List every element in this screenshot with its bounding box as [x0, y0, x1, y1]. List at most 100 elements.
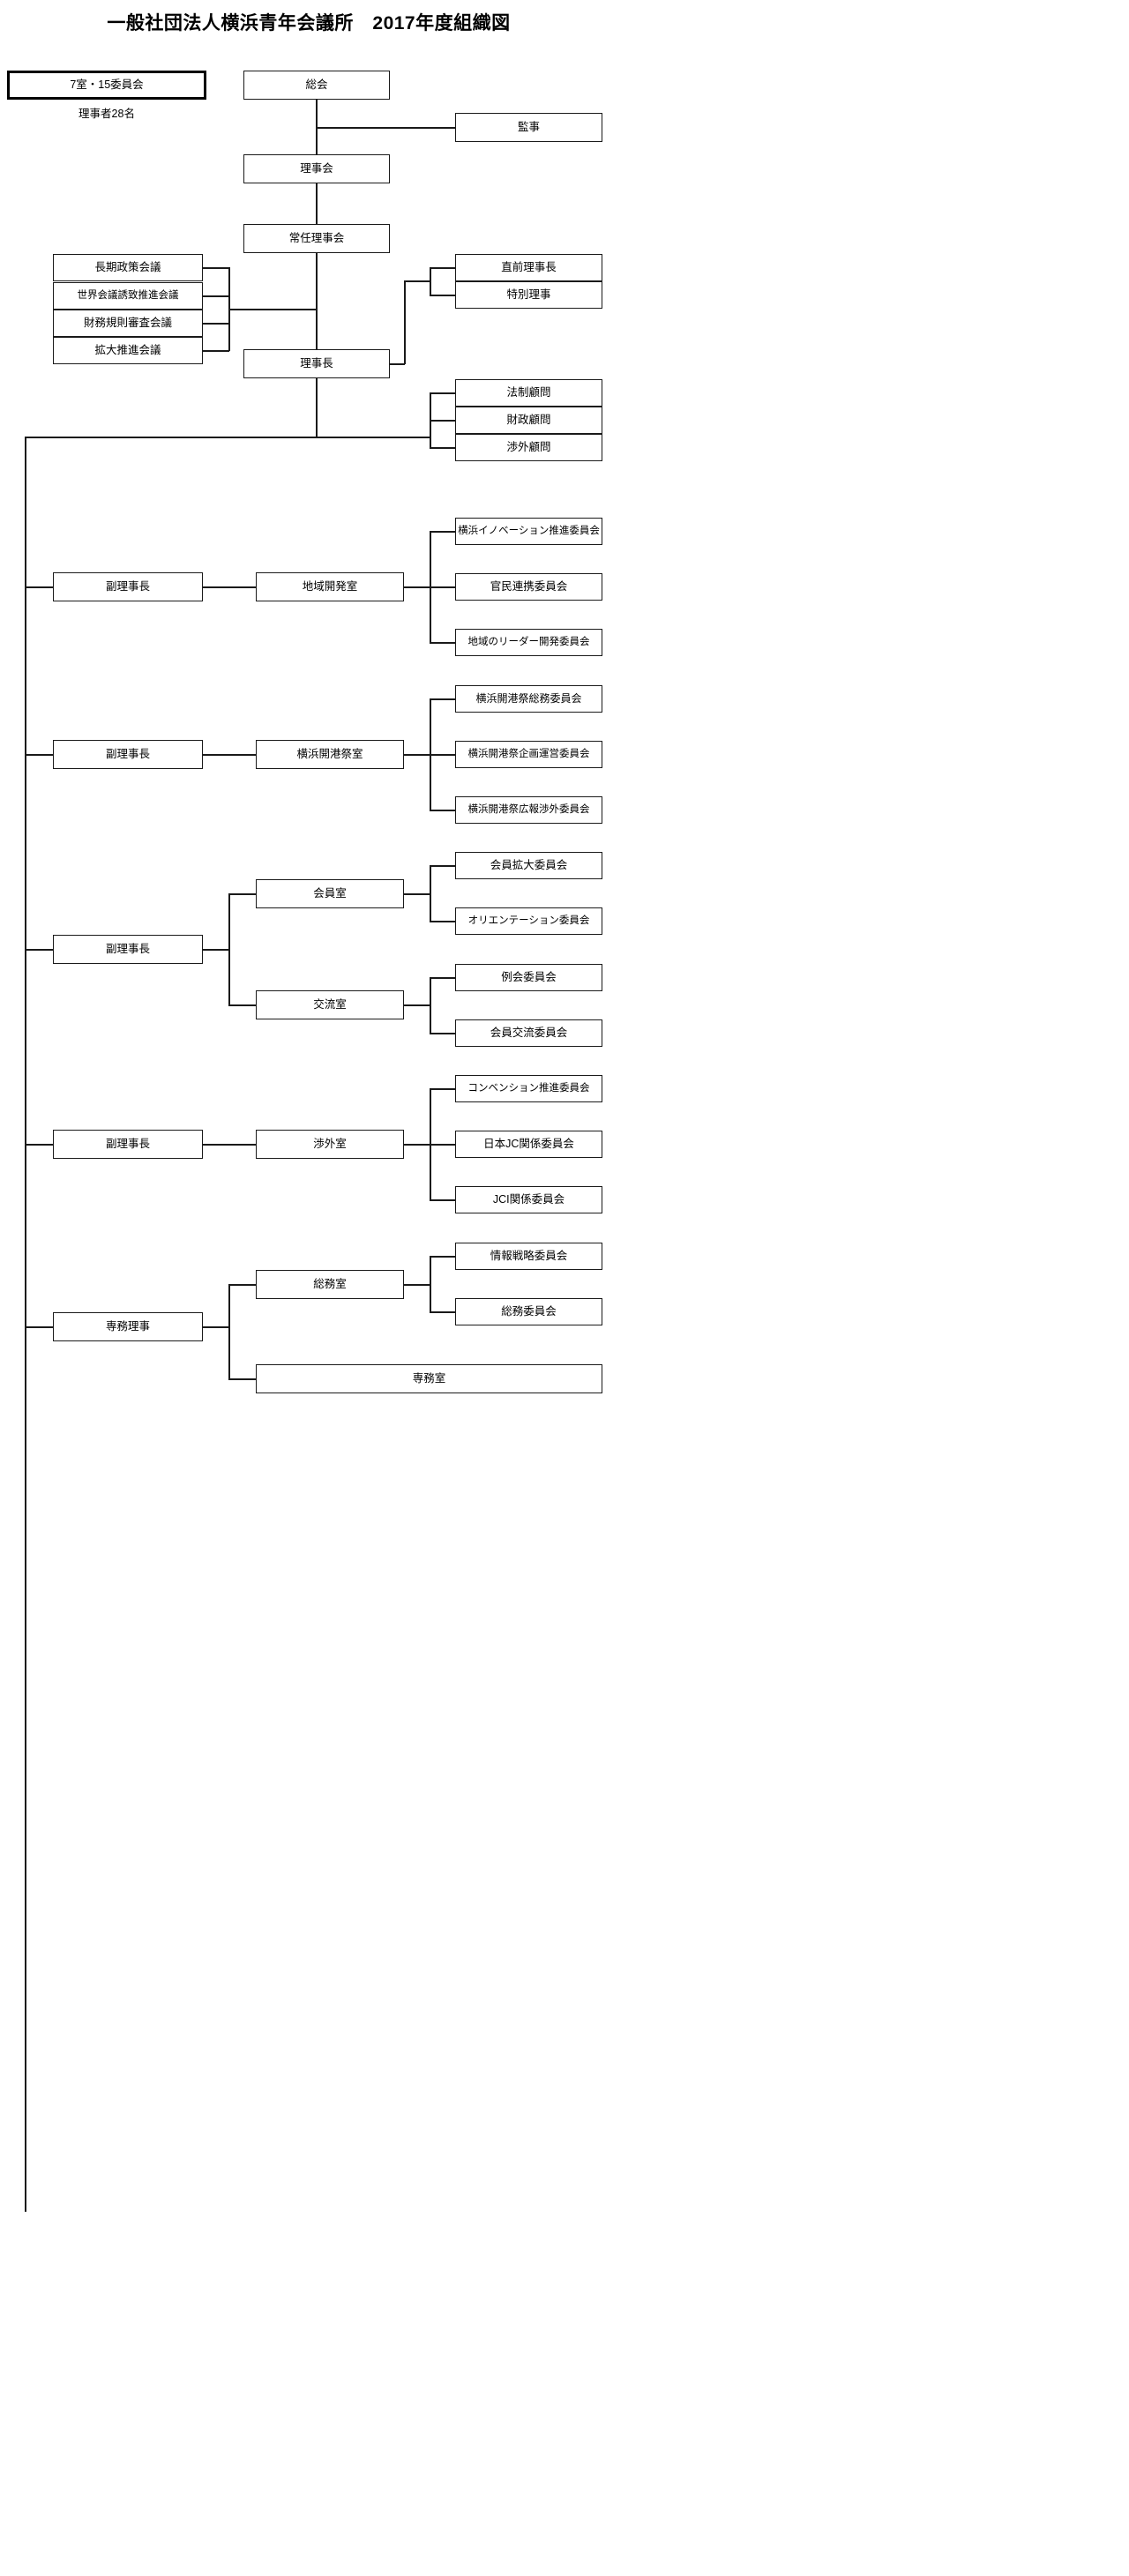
council-box-1[interactable]: 世界会議誘致推進会議 [53, 282, 203, 310]
council-label-1: 世界会議誘致推進会議 [77, 290, 179, 302]
advisor-box-2[interactable]: 渉外顧問 [455, 434, 602, 461]
connector-gm-down-1 [316, 100, 318, 128]
connector-div4-to-room0 [228, 1284, 256, 1286]
committee-label-2-1-0: 例会委員会 [501, 970, 557, 983]
council-box-3[interactable]: 拡大推進会議 [53, 337, 203, 364]
council-box-2[interactable]: 財務規則審査会議 [53, 310, 203, 337]
room-label-2-0: 会員室 [313, 886, 347, 900]
connector-gm-to-board [316, 127, 318, 155]
connector-advisor-to-trunk [316, 437, 430, 438]
committee-box-1-0-1[interactable]: 横浜開港祭企画運営委員会 [455, 741, 602, 768]
advisor-label-1: 財政顧問 [506, 413, 551, 426]
division-officer-box-1[interactable]: 副理事長 [53, 740, 203, 769]
connector-div3-to-room0 [203, 1144, 256, 1146]
connector-room1-out [404, 754, 430, 756]
committee-box-4-0-1[interactable]: 総務委員会 [455, 1298, 602, 1325]
committee-box-2-0-1[interactable]: オリエンテーション委員会 [455, 907, 602, 935]
connector-standing-to-president [316, 253, 318, 349]
division-officer-box-3[interactable]: 副理事長 [53, 1130, 203, 1159]
room-box-2-1[interactable]: 交流室 [256, 990, 404, 1019]
committee-box-1-0-0[interactable]: 横浜開港祭総務委員会 [455, 685, 602, 713]
committee-box-2-0-0[interactable]: 会員拡大委員会 [455, 852, 602, 879]
committee-box-2-1-0[interactable]: 例会委員会 [455, 964, 602, 991]
connector-room1-cmt-stub-1 [430, 754, 456, 756]
connector-div4-bus [228, 1284, 230, 1379]
connector-div4-out [203, 1326, 229, 1328]
connector-special-stub-0 [430, 267, 456, 269]
committee-label-3-0-2: JCI関係委員会 [492, 1192, 565, 1206]
connector-room2-0-out [404, 893, 430, 895]
connector-president-to-special [390, 363, 405, 365]
division-officer-box-2[interactable]: 副理事長 [53, 935, 203, 964]
standing-board-box[interactable]: 常任理事会 [243, 224, 390, 253]
advisor-box-0[interactable]: 法制顧問 [455, 379, 602, 407]
connector-room4-0-cmt-stub-1 [430, 1311, 456, 1313]
main-trunk [25, 437, 26, 2212]
connector-div2-out [203, 949, 229, 951]
committee-label-3-0-1: 日本JC関係委員会 [483, 1137, 574, 1150]
room-box-3-0[interactable]: 渉外室 [256, 1130, 404, 1159]
connector-council-to-trunk [228, 309, 317, 310]
council-box-0[interactable]: 長期政策会議 [53, 254, 203, 281]
committee-box-0-0-1[interactable]: 官民連携委員会 [455, 573, 602, 601]
advisor-label-0: 法制顧問 [506, 385, 551, 399]
advisor-box-1[interactable]: 財政顧問 [455, 407, 602, 434]
room-label-4-0: 総務室 [313, 1277, 347, 1290]
committee-label-3-0-0: コンベンション推進委員会 [467, 1083, 590, 1094]
division-officer-label-0: 副理事長 [105, 579, 150, 593]
special-director-box-1[interactable]: 特別理事 [455, 281, 602, 309]
general-meeting-box[interactable]: 総会 [243, 71, 390, 100]
committee-box-0-0-0[interactable]: 横浜イノベーション推進委員会 [455, 518, 602, 545]
connector-div2-to-room0 [228, 893, 256, 895]
connector-room0-cmt-stub-1 [430, 586, 456, 588]
advisor-label-2: 渉外顧問 [506, 440, 551, 453]
committee-box-3-0-0[interactable]: コンベンション推進委員会 [455, 1075, 602, 1102]
connector-div4-officer [25, 1326, 53, 1328]
connector-room3-out [404, 1144, 430, 1146]
president-box[interactable]: 理事長 [243, 349, 390, 378]
legend-rooms-committees-box: 7室・15委員会 [7, 71, 206, 100]
room-label-1-0: 横浜開港祭室 [296, 747, 363, 760]
board-of-directors-box[interactable]: 理事会 [243, 154, 390, 183]
connector-room2-1-bus [430, 977, 431, 1034]
chart-canvas: 一般社団法人横浜青年会議所 2017年度組織図 7室・15委員会 理事者28名 … [7, 13, 602, 2212]
connector-advisor-stub-1 [430, 420, 456, 422]
committee-label-0-0-2: 地域のリーダー開発委員会 [467, 637, 590, 648]
room-box-1-0[interactable]: 横浜開港祭室 [256, 740, 404, 769]
committee-label-2-1-1: 会員交流委員会 [490, 1026, 568, 1039]
division-officer-box-4[interactable]: 専務理事 [53, 1312, 203, 1341]
auditor-box[interactable]: 監事 [455, 113, 602, 142]
committee-box-4-0-0[interactable]: 情報戦略委員会 [455, 1243, 602, 1270]
connector-special-to-trunk [404, 280, 430, 282]
connector-room0-out [404, 586, 430, 588]
room-box-4-1[interactable]: 専務室 [256, 1364, 602, 1393]
committee-label-1-0-2: 横浜開港祭広報渉外委員会 [467, 804, 590, 816]
committee-label-2-0-0: 会員拡大委員会 [490, 858, 568, 871]
committee-box-2-1-1[interactable]: 会員交流委員会 [455, 1019, 602, 1047]
connector-div2-officer [25, 949, 53, 951]
committee-box-3-0-1[interactable]: 日本JC関係委員会 [455, 1131, 602, 1158]
room-label-0-0: 地域開発室 [302, 579, 358, 593]
room-box-2-0[interactable]: 会員室 [256, 879, 404, 908]
connector-div3-officer [25, 1144, 53, 1146]
connector-room2-1-out [404, 1004, 430, 1006]
connector-board-to-standing [316, 183, 318, 225]
committee-label-4-0-0: 情報戦略委員会 [490, 1249, 568, 1262]
connector-council-stub-2 [203, 323, 229, 325]
special-director-box-0[interactable]: 直前理事長 [455, 254, 602, 281]
room-box-0-0[interactable]: 地域開発室 [256, 572, 404, 601]
connector-room2-0-cmt-stub-1 [430, 921, 456, 922]
division-officer-label-3: 副理事長 [105, 1137, 150, 1150]
connector-gm-to-auditor [316, 127, 455, 129]
committee-label-2-0-1: オリエンテーション委員会 [467, 915, 590, 927]
room-box-4-0[interactable]: 総務室 [256, 1270, 404, 1299]
committee-label-1-0-0: 横浜開港祭総務委員会 [475, 691, 582, 705]
connector-advisor-stub-0 [430, 392, 456, 394]
committee-box-0-0-2[interactable]: 地域のリーダー開発委員会 [455, 629, 602, 656]
division-officer-box-0[interactable]: 副理事長 [53, 572, 203, 601]
committee-box-3-0-2[interactable]: JCI関係委員会 [455, 1186, 602, 1213]
committee-box-1-0-2[interactable]: 横浜開港祭広報渉外委員会 [455, 796, 602, 824]
room-label-2-1: 交流室 [313, 997, 347, 1011]
committee-label-1-0-1: 横浜開港祭企画運営委員会 [467, 749, 590, 760]
